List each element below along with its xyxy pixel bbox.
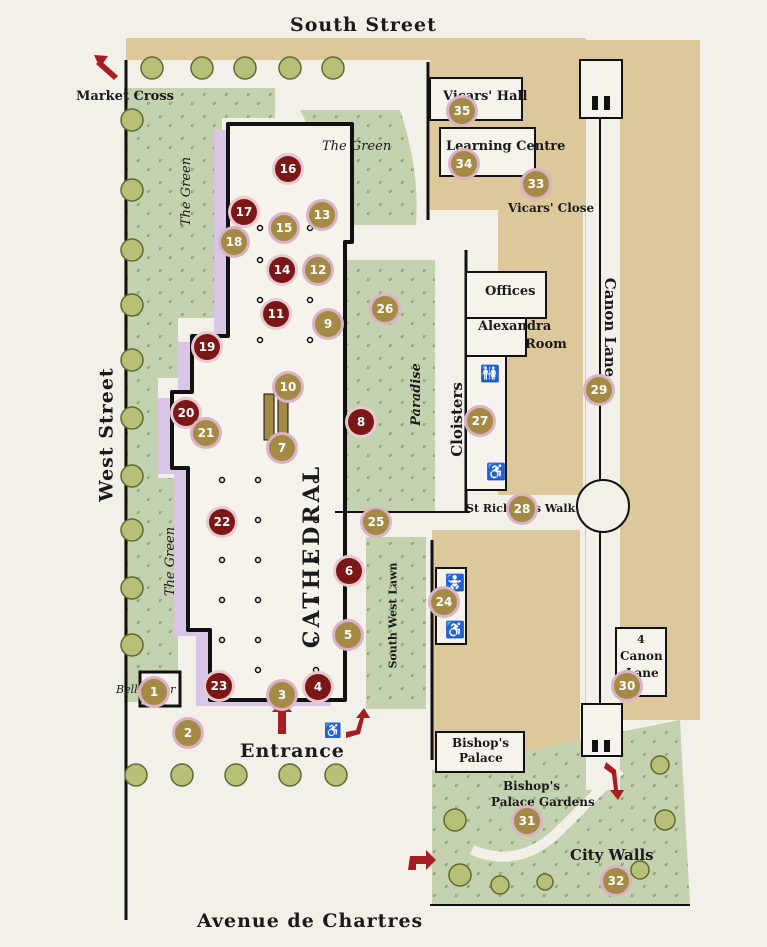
marker-26[interactable]: 26 — [372, 296, 398, 322]
label-four: 4 — [637, 633, 645, 646]
marker-29[interactable]: 29 — [586, 377, 612, 403]
garden-path — [470, 766, 624, 862]
label-alexandra: Alexandra — [478, 319, 552, 334]
marker-13[interactable]: 13 — [309, 202, 335, 228]
marker-12[interactable]: 12 — [305, 257, 331, 283]
marker-15[interactable]: 15 — [271, 215, 297, 241]
label-offices: Offices — [485, 284, 536, 299]
marker-24[interactable]: 24 — [431, 589, 457, 615]
label-the-green-west-lower: The Green — [163, 526, 179, 597]
marker-31[interactable]: 31 — [514, 808, 540, 834]
accessible-icon: ♿ — [486, 462, 506, 481]
accessible-icon: ♿ — [324, 723, 342, 739]
marker-16[interactable]: 16 — [275, 156, 301, 182]
vicars-hall-building — [429, 77, 523, 121]
label-city-walls: City Walls — [570, 846, 654, 864]
label-market-cross: Market Cross — [76, 89, 174, 104]
label-paradise: Paradise — [408, 363, 424, 426]
label-bishops: Bishop's — [452, 736, 510, 750]
street-south-street: South Street — [290, 14, 437, 36]
marker-7[interactable]: 7 — [269, 435, 295, 461]
marker-28[interactable]: 28 — [509, 496, 535, 522]
offices-building — [465, 271, 547, 319]
the-green-west — [124, 88, 275, 702]
label-cloisters: Cloisters — [447, 382, 466, 457]
label-cathedral: CATHEDRAL — [299, 463, 326, 649]
label-the-green-north: The Green — [322, 139, 392, 154]
label-learning-centre: Learning Centre — [446, 139, 566, 154]
south-street-verge — [126, 38, 586, 60]
marker-32[interactable]: 32 — [603, 868, 629, 894]
label-canon: Canon — [620, 649, 663, 663]
pillars — [218, 224, 320, 674]
marker-5[interactable]: 5 — [335, 622, 361, 648]
label-palace-gardens: Palace Gardens — [491, 795, 595, 809]
marker-25[interactable]: 25 — [363, 509, 389, 535]
direction-arrow-icon — [94, 55, 624, 870]
marker-20[interactable]: 20 — [173, 400, 199, 426]
street-avenue-de-chartres: Avenue de Chartres — [197, 910, 424, 932]
street-west-street: West Street — [95, 367, 118, 502]
marker-9[interactable]: 9 — [315, 311, 341, 337]
marker-34[interactable]: 34 — [451, 151, 477, 177]
marker-35[interactable]: 35 — [449, 98, 475, 124]
south-gate-icon — [581, 703, 623, 757]
marker-19[interactable]: 19 — [194, 334, 220, 360]
canon-lane-road — [586, 70, 620, 790]
label-bishops-gardens: Bishop's — [503, 779, 561, 793]
marker-8[interactable]: 8 — [348, 409, 374, 435]
marker-22[interactable]: 22 — [209, 509, 235, 535]
label-vicars-close: Vicars' Close — [508, 201, 595, 215]
marker-23[interactable]: 23 — [206, 673, 232, 699]
marker-4[interactable]: 4 — [305, 674, 331, 700]
label-south-west-lawn: South West Lawn — [386, 562, 400, 669]
marker-2[interactable]: 2 — [175, 720, 201, 746]
trees — [120, 56, 676, 895]
accessible-icon: ♿ — [445, 620, 465, 639]
label-the-green-west-upper: The Green — [179, 156, 195, 227]
marker-10[interactable]: 10 — [275, 374, 301, 400]
bell-tower-gate-icon — [579, 59, 623, 119]
bishops-palace-building — [435, 731, 525, 773]
marker-21[interactable]: 21 — [193, 420, 219, 446]
marker-11[interactable]: 11 — [263, 301, 289, 327]
label-palace: Palace — [459, 751, 503, 765]
marker-17[interactable]: 17 — [231, 199, 257, 225]
marker-18[interactable]: 18 — [221, 229, 247, 255]
south-west-lawn — [366, 537, 426, 709]
marker-3[interactable]: 3 — [269, 682, 295, 708]
street-canon-lane: Canon Lane — [601, 277, 620, 378]
roundabout — [576, 479, 630, 533]
marker-27[interactable]: 27 — [467, 408, 493, 434]
marker-1[interactable]: 1 — [141, 679, 167, 705]
baby-change-icon: 🚼 — [445, 573, 465, 592]
toilets-icon: 🚻 — [480, 364, 500, 383]
marker-30[interactable]: 30 — [614, 673, 640, 699]
label-room: Room — [525, 337, 567, 352]
marker-14[interactable]: 14 — [269, 257, 295, 283]
marker-33[interactable]: 33 — [523, 171, 549, 197]
label-entrance: Entrance — [240, 740, 345, 762]
marker-6[interactable]: 6 — [336, 558, 362, 584]
east-verge-edge — [680, 40, 700, 720]
